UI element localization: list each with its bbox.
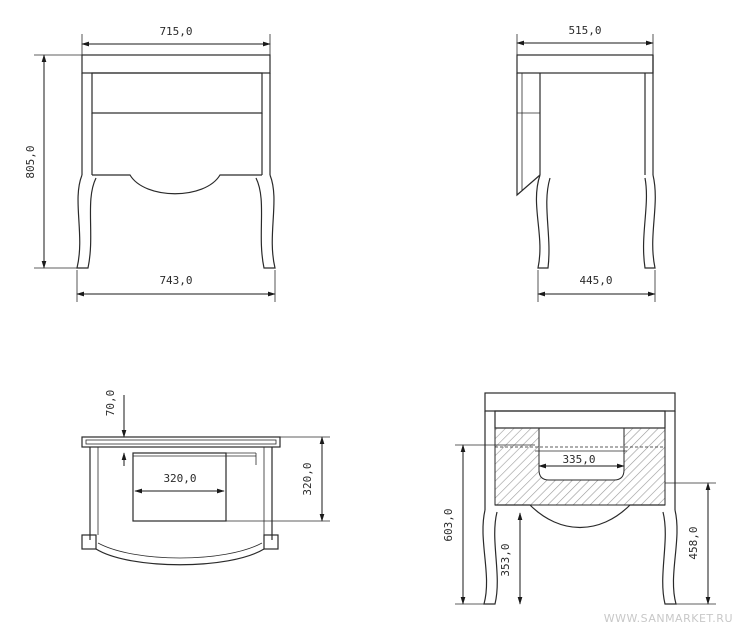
top-view-back-panel xyxy=(81,436,281,448)
dim-label-top-drawer-width: 320,0 xyxy=(163,472,196,485)
dim-label-section-cutout: 335,0 xyxy=(562,453,595,466)
section-top-panel xyxy=(484,392,676,412)
dim-label-section-left: 603,0 xyxy=(442,508,455,541)
dim-label-front-top: 715,0 xyxy=(159,25,192,38)
front-top-panel xyxy=(81,54,271,74)
dim-label-section-inner: 353,0 xyxy=(499,543,512,576)
dim-label-section-right: 458,0 xyxy=(687,526,700,559)
side-left-leg xyxy=(535,174,551,269)
watermark: WWW.SANMARKET.RU xyxy=(604,612,733,625)
front-right-leg xyxy=(255,174,276,269)
front-left-leg xyxy=(76,174,97,269)
side-top-panel xyxy=(516,54,654,74)
front-view: 715,0 743,0 805,0 xyxy=(24,25,276,302)
dim-label-side-bottom: 445,0 xyxy=(579,274,612,287)
dim-label-front-bottom: 743,0 xyxy=(159,274,192,287)
dim-label-side-top: 515,0 xyxy=(568,24,601,37)
top-view-drawer xyxy=(132,452,227,522)
dim-label-front-height: 805,0 xyxy=(24,145,37,178)
section-apron-arch xyxy=(495,504,665,529)
section-view: 335,0 603,0 353,0 458,0 xyxy=(442,392,716,605)
top-view: 70,0 320,0 320,0 xyxy=(81,390,330,566)
dim-label-top-offset: 70,0 xyxy=(104,390,117,417)
side-view: 515,0 445,0 xyxy=(516,24,656,302)
top-view-curved-front xyxy=(95,548,265,566)
side-drawer-profile xyxy=(516,73,541,197)
front-drawer xyxy=(91,72,263,114)
front-apron xyxy=(92,174,262,195)
dim-label-top-drawer-depth: 320,0 xyxy=(301,462,314,495)
side-right-leg xyxy=(642,174,656,269)
